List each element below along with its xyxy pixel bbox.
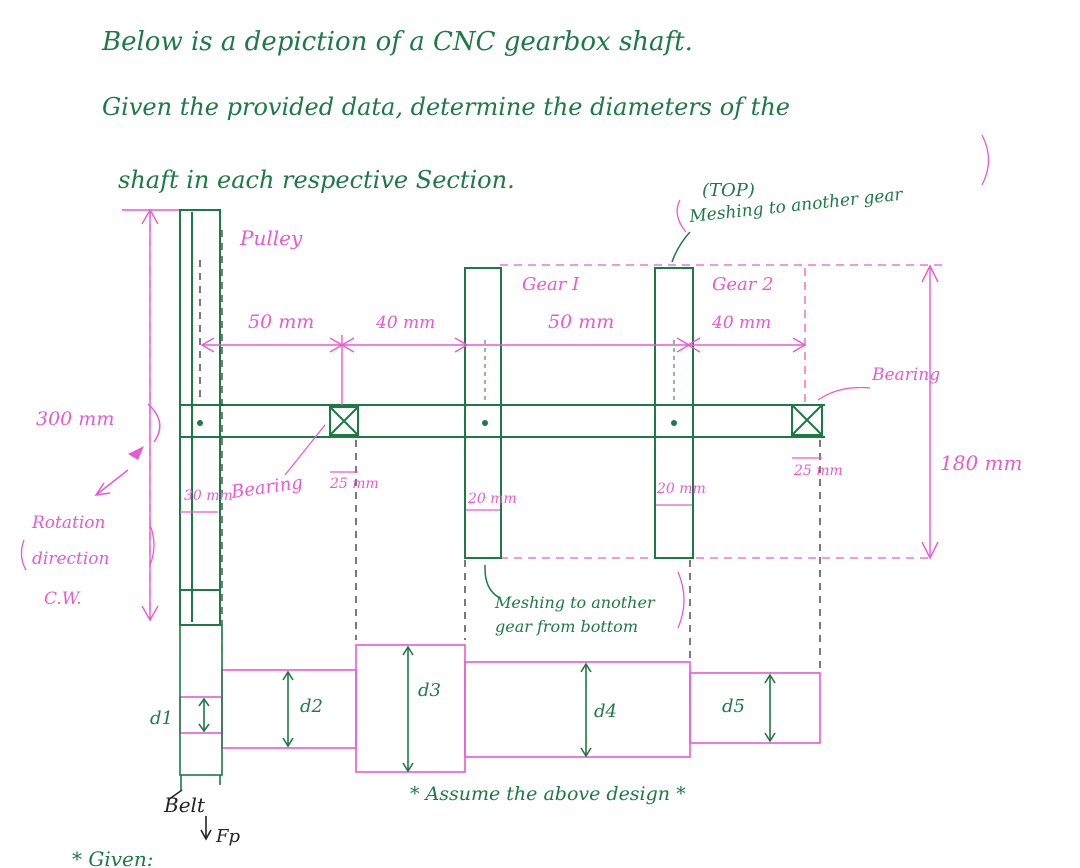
rotation-arrow-head (94, 482, 111, 496)
gear-1-center-dot (482, 420, 488, 426)
shaft-front-view (179, 644, 821, 773)
title-line-2: Given the provided data, determine the d… (102, 93, 790, 121)
dim-horizontal-line (200, 335, 807, 405)
label-rotation-2: direction (32, 549, 109, 569)
label-pulley: Pulley (239, 226, 303, 250)
dim-300: 300 mm (36, 408, 114, 430)
bearing-right-arrow (817, 386, 871, 401)
diameter-d2: d2 (300, 696, 323, 717)
projection-lines (199, 230, 821, 670)
diameter-d4: d4 (594, 701, 617, 722)
dim-gear2-width: 20 mm (656, 481, 706, 497)
bearing-left (329, 406, 359, 436)
gear-2-center-dot (671, 420, 677, 426)
mesh-top-bracket-right (981, 134, 990, 186)
label-bearing-right: Bearing (871, 365, 940, 385)
title-line-1: Below is a depiction of a CNC gearbox sh… (101, 27, 693, 57)
dim-300-arrow (122, 208, 180, 622)
label-gear-1: Gear I (522, 274, 580, 295)
diameter-arrows (198, 645, 776, 773)
dim-bearing-left-width: 25 mm (329, 476, 379, 492)
rotation-arrow (95, 469, 129, 496)
gear-2 (654, 267, 694, 559)
dim-bearing-right-width: 25 mm (793, 463, 843, 479)
belt-arrow (167, 789, 183, 801)
mesh-top-arrow (671, 231, 691, 263)
label-mesh-bottom-2: gear from bottom (495, 617, 638, 636)
shaft-top-view (180, 404, 825, 438)
rotation-marker (128, 446, 144, 460)
given-label: * Given: (72, 847, 153, 868)
label-top: (TOP) (702, 180, 755, 201)
dim-gear1-width: 20 mm (467, 491, 517, 507)
label-belt: Belt (163, 793, 206, 817)
diameter-d3: d3 (418, 680, 441, 701)
gear-1 (464, 267, 502, 559)
mesh-top-bracket (676, 199, 687, 233)
assume-note: * Assume the above design * (410, 783, 686, 805)
label-rotation-1: Rotation (31, 513, 105, 533)
fp-arrow-head (200, 829, 212, 841)
bearing-right (791, 404, 823, 436)
dim-50-a: 50 mm (248, 311, 314, 333)
pink-dash-guides (149, 210, 945, 620)
mesh-bottom-arrow (484, 564, 501, 599)
label-bearing-left: Bearing (229, 472, 304, 503)
rotation-arc (147, 403, 161, 443)
label-fp: Fp (215, 826, 240, 847)
dim-50-b: 50 mm (548, 311, 614, 333)
title-line-3: shaft in each respective Section. (118, 166, 515, 194)
dim-180-arrow (921, 264, 939, 560)
pulley (179, 209, 221, 626)
pulley-center-dot (197, 420, 203, 426)
label-mesh-bottom-1: Meshing to another (494, 593, 656, 612)
mesh-bottom-bracket (677, 571, 685, 629)
bearing-left-arrow (284, 424, 326, 476)
dim-40-a: 40 mm (375, 313, 435, 333)
diameter-d1: d1 (150, 708, 173, 729)
dim-pulley-width: 30 mm (184, 488, 233, 504)
pulley-lower (179, 624, 223, 790)
rotation-bracket (20, 524, 155, 571)
label-gear-2: Gear 2 (712, 274, 774, 295)
dim-40-b: 40 mm (711, 313, 771, 333)
dim-180: 180 mm (940, 451, 1022, 475)
diameter-d5: d5 (722, 696, 745, 717)
label-rotation-3: C.W. (44, 589, 82, 609)
